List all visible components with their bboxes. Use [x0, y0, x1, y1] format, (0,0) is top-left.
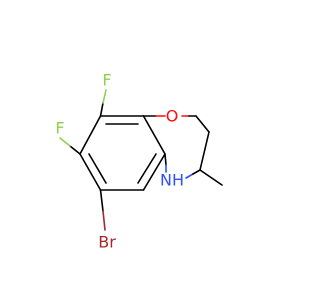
atom-oxygen: O: [166, 107, 179, 126]
bond: [164, 153, 167, 166]
bond: [99, 102, 104, 117]
bond: [88, 153, 107, 184]
bond: [79, 153, 102, 191]
molecule-structure: F F O NH Br: [55, 71, 223, 252]
bond: [192, 169, 201, 175]
molecule-canvas: F F O NH Br: [55, 71, 223, 252]
bond: [185, 173, 194, 179]
atom-fluorine-left: F: [55, 119, 64, 138]
bond: [137, 153, 157, 184]
bond: [195, 115, 210, 133]
atom-nitrogen-h: NH: [160, 171, 184, 190]
bond: [102, 210, 106, 231]
atom-fluorine-top: F: [102, 71, 111, 90]
bond: [59, 137, 71, 147]
bond: [199, 131, 210, 171]
atom-bromine: Br: [98, 233, 116, 252]
bond: [69, 145, 81, 155]
bond: [79, 115, 102, 155]
bond: [142, 153, 166, 191]
bond: [199, 169, 223, 186]
bond: [102, 89, 107, 104]
bond: [99, 189, 104, 212]
bond: [142, 115, 166, 155]
